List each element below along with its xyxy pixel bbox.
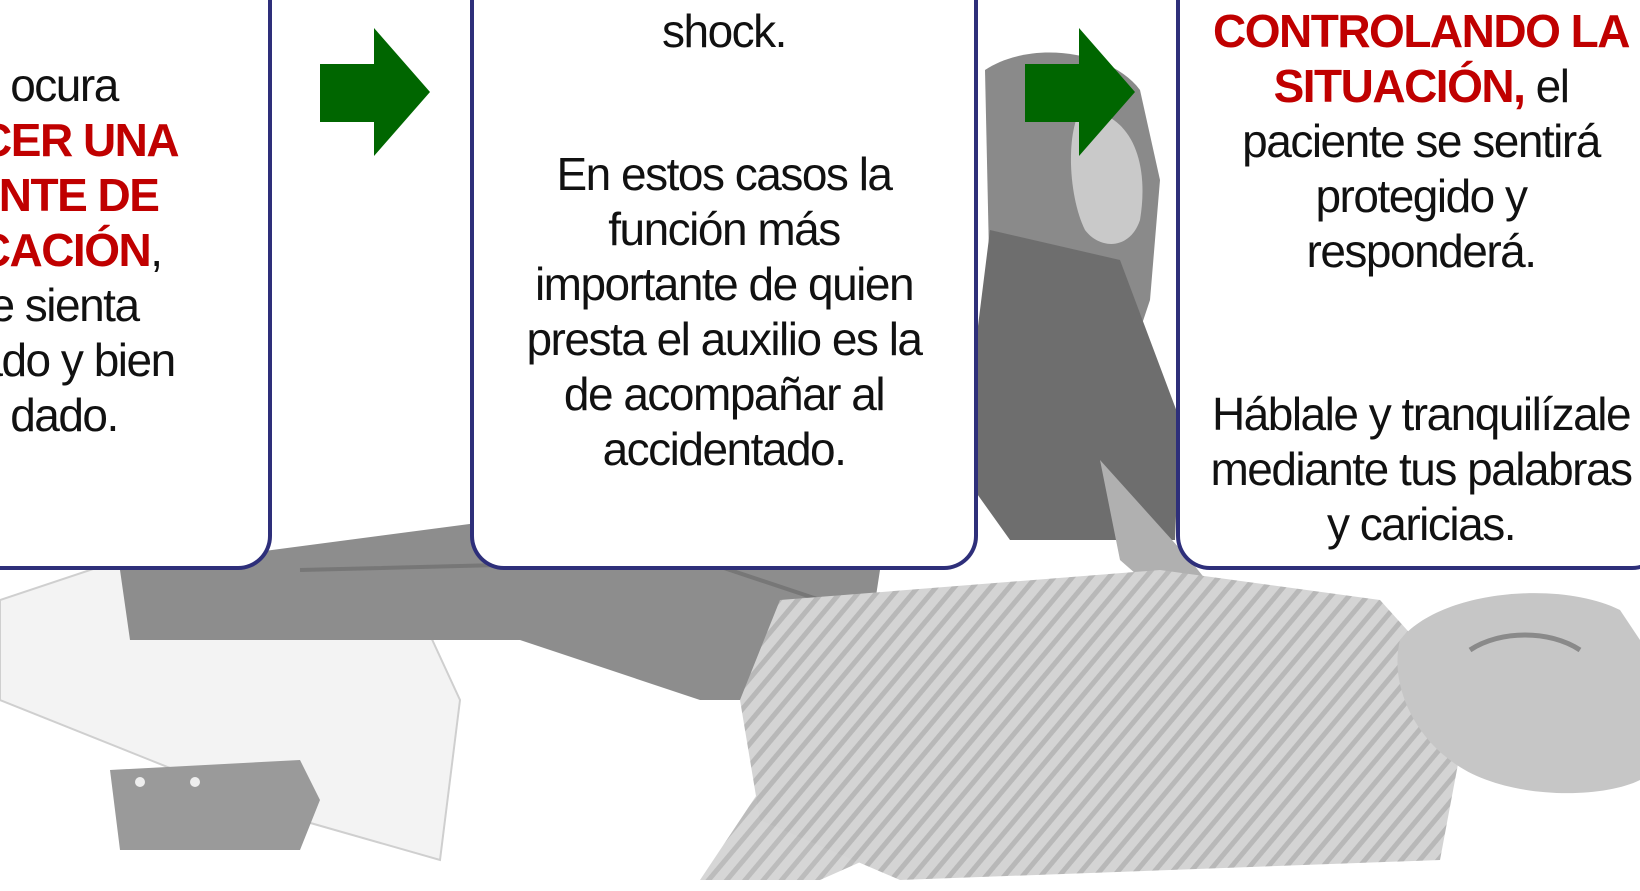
left-line-4: ICACIÓN, — [0, 223, 244, 278]
middle-body-line: En estos casos la — [556, 148, 893, 200]
arrow-right-icon — [1025, 28, 1135, 156]
right-body-line: paciente se sentirá — [1242, 115, 1601, 167]
left-line-1: ocura — [10, 59, 119, 111]
middle-text-panel: shock. En estos casos la función más imp… — [470, 0, 978, 570]
middle-top-line: shock. — [662, 5, 787, 57]
right-highlight-1: CONTROLANDO LA — [1213, 5, 1630, 57]
right-body-2: Háblale y tranquilízale mediante tus pal… — [1180, 387, 1640, 552]
shoe — [110, 760, 320, 850]
right-text-panel: CONTROLANDO LA SITUACIÓN, el paciente se… — [1176, 0, 1640, 570]
right-highlight-2: SITUACIÓN, — [1273, 60, 1526, 112]
right-body-line: mediante tus palabras — [1210, 443, 1633, 495]
right-line-2: SITUACIÓN, el — [1180, 59, 1640, 114]
arrow-right-icon — [320, 28, 430, 156]
right-body-line: y caricias. — [1327, 498, 1516, 550]
left-line-5: e sienta — [0, 279, 140, 331]
left-highlight-1: ECER UNA — [0, 114, 180, 166]
patient-head — [1397, 593, 1640, 794]
left-text-panel: ocura ECER UNA ENTE DE ICACIÓN, e sienta… — [0, 0, 272, 570]
middle-body-line: accidentado. — [602, 423, 847, 475]
woman-sweater — [960, 230, 1180, 540]
middle-body-line: importante de quien — [534, 258, 915, 310]
left-highlight-2: ENTE DE — [0, 169, 160, 221]
left-panel-text: ocura ECER UNA ENTE DE ICACIÓN, e sienta… — [0, 58, 244, 443]
middle-body-line: presta el auxilio es la — [526, 313, 923, 365]
patient-arm — [700, 690, 1200, 880]
left-line-7: dado. — [10, 389, 119, 441]
right-highlight-2-suffix: el — [1524, 60, 1570, 112]
right-body-line: responderá. — [1306, 225, 1538, 277]
left-highlight-3: ICACIÓN — [0, 224, 152, 276]
left-highlight-3-suffix: , — [150, 224, 163, 276]
middle-body-line: función más — [608, 203, 841, 255]
left-line-6: ñado y bien — [0, 334, 176, 386]
middle-body-line: de acompañar al — [563, 368, 886, 420]
right-body-line: protegido y — [1315, 170, 1528, 222]
right-body-line: Háblale y tranquilízale — [1211, 388, 1632, 440]
middle-body: En estos casos la función más importante… — [474, 147, 974, 477]
